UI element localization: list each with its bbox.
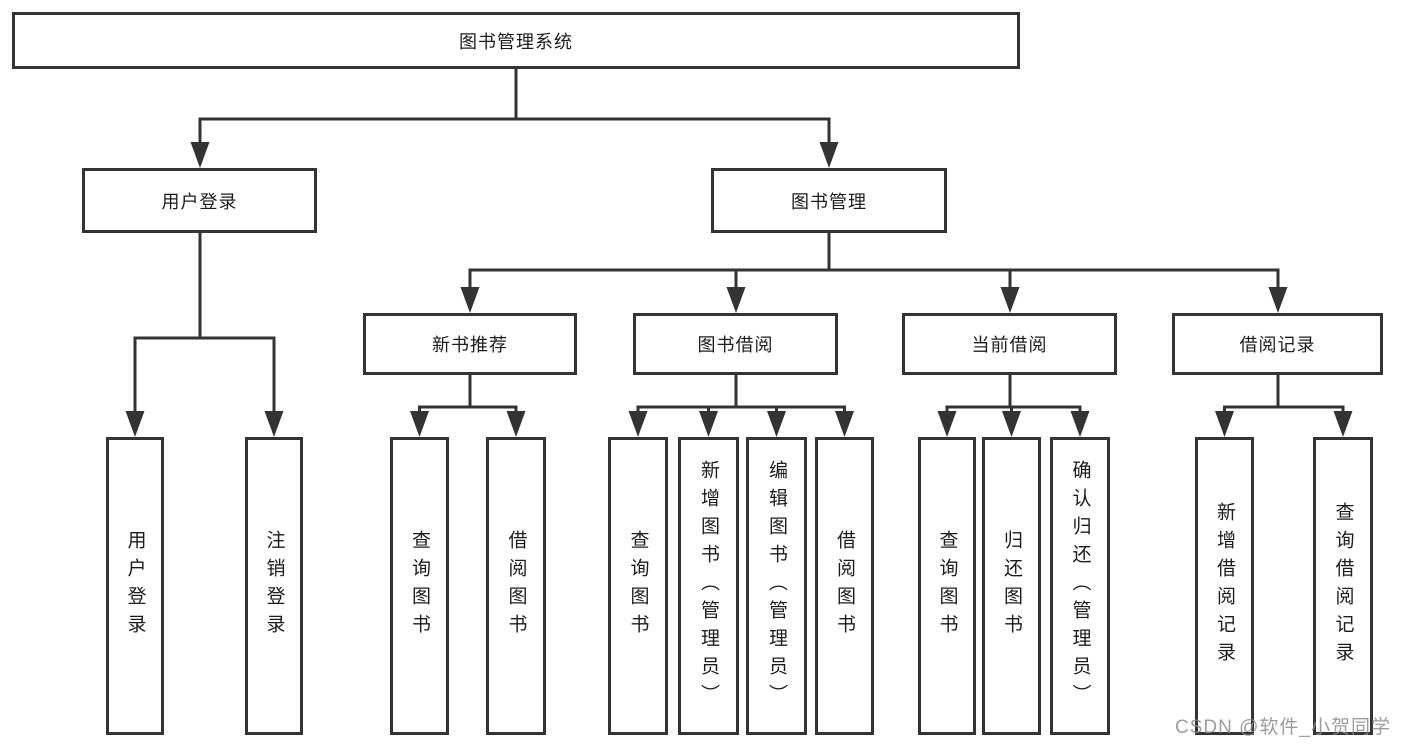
node-root-library-system: 图书管理系统: [12, 12, 1020, 69]
arrowhead-icon: [264, 411, 284, 437]
node-book-management: 图书管理: [711, 168, 947, 233]
leaf-current-query-book: 查询图书: [918, 437, 976, 735]
arrowhead-icon: [125, 411, 145, 437]
arrowhead-icon: [506, 411, 526, 437]
connector-borrow-records-to-leaves: [1215, 375, 1353, 437]
leaf-borrow-add-book-admin: 新增图书（管理员）: [678, 437, 739, 735]
connector-current-borrow-to-leaves: [937, 375, 1090, 437]
arrowhead-icon: [1000, 287, 1020, 313]
leaf-rec-query-book: 查询图书: [390, 437, 449, 735]
leaf-rec-borrow-book: 借阅图书: [486, 437, 546, 735]
node-user-login: 用户登录: [82, 168, 317, 233]
arrowhead-icon: [937, 411, 957, 437]
arrowhead-icon: [819, 142, 839, 168]
connector-new-book-rec-to-leaves: [410, 375, 526, 437]
watermark: CSDN @软件_小贺同学: [1175, 717, 1391, 738]
arrowhead-icon: [1070, 411, 1090, 437]
leaf-current-confirm-return-admin: 确认归还（管理员）: [1050, 437, 1110, 735]
node-new-book-recommendation: 新书推荐: [363, 313, 577, 375]
arrowhead-icon: [190, 142, 210, 168]
leaf-current-return-book: 归还图书: [982, 437, 1041, 735]
arrowhead-icon: [767, 411, 786, 437]
leaf-records-query-record: 查询借阅记录: [1313, 437, 1373, 735]
arrowhead-icon: [726, 287, 746, 313]
connector-book-borrow-to-leaves: [628, 375, 854, 437]
connector-user-login-to-leaves: [125, 233, 284, 437]
arrowhead-icon: [835, 411, 854, 437]
leaf-borrow-borrow-book: 借阅图书: [815, 437, 874, 735]
node-borrowing-records: 借阅记录: [1172, 313, 1383, 375]
connector-root-to-branches: [190, 69, 839, 168]
leaf-records-add-record: 新增借阅记录: [1195, 437, 1254, 735]
connector-book-mgmt-to-modules: [460, 233, 1288, 313]
arrowhead-icon: [410, 411, 429, 437]
arrowhead-icon: [460, 287, 480, 313]
arrowhead-icon: [628, 411, 648, 437]
leaf-borrow-query-book: 查询图书: [608, 437, 668, 735]
arrowhead-icon: [1215, 411, 1234, 437]
node-current-borrowing: 当前借阅: [902, 313, 1117, 375]
arrowhead-icon: [1002, 411, 1021, 437]
leaf-user-login: 用户登录: [106, 437, 164, 735]
arrowhead-icon: [1268, 287, 1288, 313]
leaf-logout: 注销登录: [245, 437, 303, 735]
arrowhead-icon: [1333, 411, 1353, 437]
node-book-borrowing: 图书借阅: [633, 313, 838, 375]
leaf-borrow-edit-book-admin: 编辑图书（管理员）: [746, 437, 807, 735]
arrowhead-icon: [699, 411, 718, 437]
